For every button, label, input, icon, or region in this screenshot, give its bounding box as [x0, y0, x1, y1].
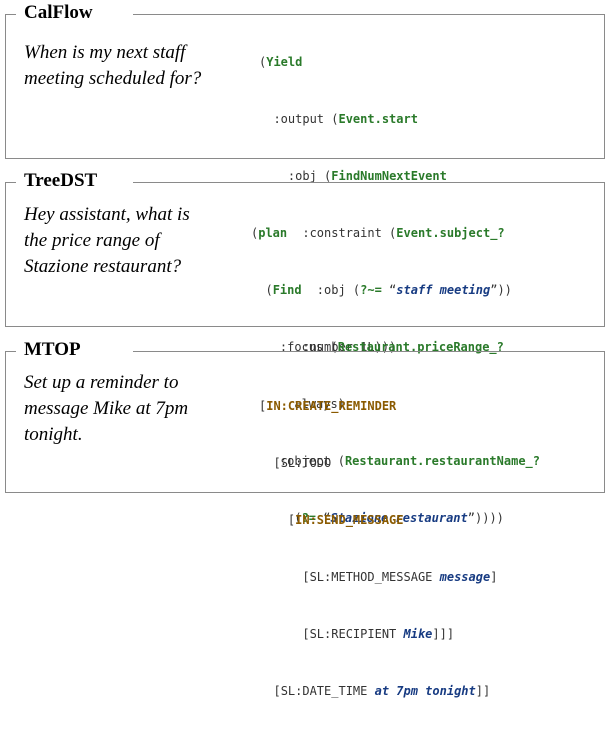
- code-token: (: [251, 226, 259, 240]
- code-line: [IN:SEND_MESSAGE: [259, 511, 497, 530]
- code-token: :object: [251, 454, 338, 468]
- code-token: (: [331, 112, 339, 126]
- code-token: (: [259, 55, 267, 69]
- code-token: SL:RECIPIENT: [309, 627, 404, 641]
- code-token: ]]]: [432, 627, 455, 641]
- utterance-line: Stazione restaurant?: [24, 256, 182, 277]
- code-token: Restaurant.restaurantName_?: [344, 454, 541, 468]
- code-token: [: [259, 399, 267, 413]
- code-token: (: [389, 226, 397, 240]
- code-token: SL:TODO: [280, 456, 332, 470]
- border-tick: [5, 14, 16, 15]
- panel-title: MTOP: [22, 338, 83, 362]
- code-token: (: [330, 340, 338, 354]
- utterance: Set up a reminder to message Mike at 7pm…: [24, 370, 188, 448]
- code-token: [: [259, 627, 310, 641]
- panel-title: TreeDST: [22, 169, 100, 193]
- code-token: (: [337, 454, 345, 468]
- code-line: [SL:TODO: [259, 454, 497, 473]
- border-rule: [133, 182, 605, 183]
- code-token: plan: [258, 226, 288, 240]
- code-token: FindNumNextEvent: [331, 169, 447, 183]
- code-line: :output (Event.start: [259, 110, 512, 129]
- code-token: Find: [272, 283, 302, 297]
- code-line: [SL:RECIPIENT Mike]]]: [259, 625, 497, 644]
- utterance: Hey assistant, what is the price range o…: [24, 202, 190, 280]
- code-token: Restaurant.priceRange_?: [337, 340, 504, 354]
- code-token: SL:DATE_TIME: [280, 684, 375, 698]
- code-token: SL:METHOD_MESSAGE: [309, 570, 440, 584]
- code-line: :focus (Restaurant.priceRange_?: [251, 338, 540, 357]
- code-line: :constraint (Event.subject_?: [259, 224, 512, 243]
- code-token: always): [251, 397, 345, 411]
- border-rule: [133, 351, 605, 352]
- code-token: ]: [490, 570, 498, 584]
- code-token: (: [324, 169, 332, 183]
- code-token: staff meeting: [396, 283, 491, 297]
- border-tick: [5, 182, 16, 183]
- mtop-panel: MTOP Set up a reminder to message Mike a…: [5, 338, 605, 698]
- utterance: When is my next staff meeting scheduled …: [24, 40, 201, 92]
- code-token: :focus: [251, 340, 331, 354]
- code-token: [: [259, 456, 281, 470]
- code-token: :obj: [259, 283, 353, 297]
- code-token: IN:CREATE_REMINDER: [266, 399, 397, 413]
- code-line: :object (Restaurant.restaurantName_?: [251, 452, 540, 471]
- border-tick: [5, 351, 16, 352]
- code-token: message: [439, 570, 491, 584]
- code-token: Mike: [403, 627, 433, 641]
- code-line: (Find: [251, 281, 540, 300]
- code-token: ”)): [490, 283, 512, 297]
- utterance-line: tonight.: [24, 424, 83, 445]
- code-token: [: [259, 513, 296, 527]
- code-token: Event.subject_?: [396, 226, 505, 240]
- code-line: [SL:METHOD_MESSAGE message]: [259, 568, 497, 587]
- code-token: ?~=: [360, 283, 382, 297]
- code-line: [SL:DATE_TIME at 7pm tonight]]: [259, 682, 497, 701]
- code-line: :obj (?~= “staff meeting”)): [259, 281, 512, 300]
- code-line: :number 1L))): [259, 338, 512, 357]
- code-token: “: [381, 283, 397, 297]
- code-token: :obj: [259, 169, 325, 183]
- program-code: [IN:CREATE_REMINDER [SL:TODO [IN:SEND_ME…: [259, 359, 497, 739]
- code-token: :number: [259, 340, 361, 354]
- code-token: :output: [259, 112, 332, 126]
- code-token: :constraint: [259, 226, 390, 240]
- code-token: Yield: [266, 55, 303, 69]
- utterance-line: meeting scheduled for?: [24, 68, 202, 89]
- code-line: :obj (FindNumNextEvent: [259, 167, 512, 186]
- program-code: (Yield :output (Event.start :obj (FindNu…: [259, 15, 512, 395]
- code-token: ]]: [475, 684, 491, 698]
- calflow-panel: CalFlow When is my next staff meeting sc…: [5, 1, 605, 354]
- code-line: always): [251, 395, 540, 414]
- code-token: [: [259, 684, 281, 698]
- code-line: [IN:CREATE_REMINDER: [259, 397, 497, 416]
- code-token: (: [352, 283, 361, 297]
- treedst-panel: TreeDST Hey assistant, what is the price…: [5, 169, 605, 525]
- border-rule: [133, 14, 605, 15]
- code-token: Event.start: [338, 112, 418, 126]
- code-token: [: [259, 570, 310, 584]
- code-line: (Yield: [259, 53, 512, 72]
- code-line: (plan: [251, 224, 540, 243]
- code-token: 1L))): [360, 340, 397, 354]
- code-token: at 7pm tonight: [374, 684, 476, 698]
- utterance-line: message Mike at 7pm: [24, 398, 189, 419]
- panel-title: CalFlow: [22, 1, 95, 25]
- utterance-line: When is my next staff: [24, 42, 186, 63]
- utterance-line: the price range of: [24, 230, 160, 251]
- utterance-line: Set up a reminder to: [24, 372, 179, 393]
- utterance-line: Hey assistant, what is: [24, 204, 190, 225]
- code-token: (: [251, 283, 273, 297]
- code-token: IN:SEND_MESSAGE: [295, 513, 404, 527]
